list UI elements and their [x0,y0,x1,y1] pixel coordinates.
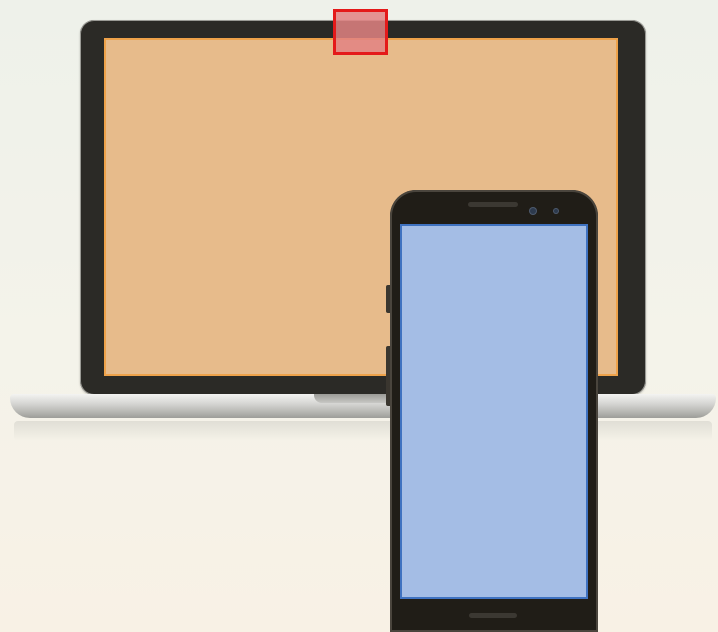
phone-sensor-icon [554,209,558,213]
phone-screen-region [400,224,588,599]
laptop-camera-highlight [333,9,388,55]
laptop-reflection [14,421,712,441]
phone-front-camera-icon [530,208,536,214]
phone-bottom-speaker [469,613,517,618]
phone-earpiece [468,202,518,207]
